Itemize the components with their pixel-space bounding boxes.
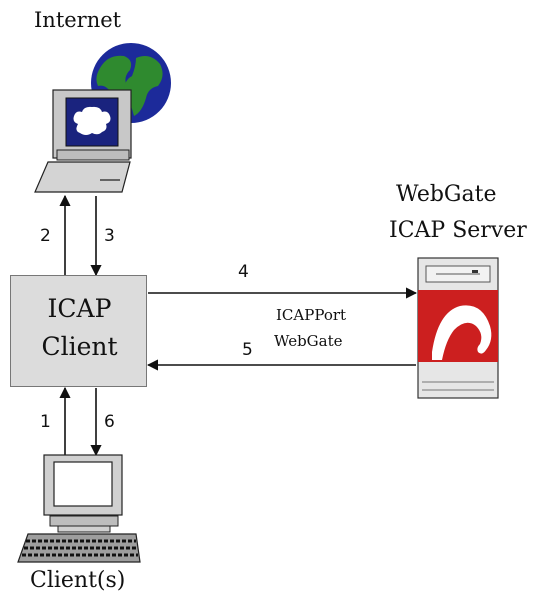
icap-client-label-line2: Client (41, 332, 118, 361)
server-label-line1: WebGate (396, 182, 497, 207)
step-2-label: 2 (40, 226, 51, 246)
step-5-label: 5 (242, 340, 253, 360)
server-tower-icon (417, 257, 499, 399)
icap-client-label-line1: ICAP (47, 294, 112, 323)
server-label-line2: ICAP Server (389, 218, 527, 243)
step-4-label: 4 (238, 262, 249, 282)
icap-client-box: ICAP Client (10, 275, 147, 387)
clients-label: Client(s) (30, 568, 126, 593)
port-label-line2: WebGate (274, 332, 343, 350)
keyboard-icon (17, 533, 141, 563)
step-6-label: 6 (104, 412, 115, 432)
port-label-line1: ICAPPort (276, 306, 347, 324)
avira-umbrella-logo-icon (432, 305, 492, 360)
step-3-label: 3 (104, 226, 115, 246)
client-computer-icon (43, 454, 123, 533)
internet-label: Internet (34, 8, 122, 32)
step-1-label: 1 (40, 412, 51, 432)
internet-computer-icon (34, 89, 132, 193)
